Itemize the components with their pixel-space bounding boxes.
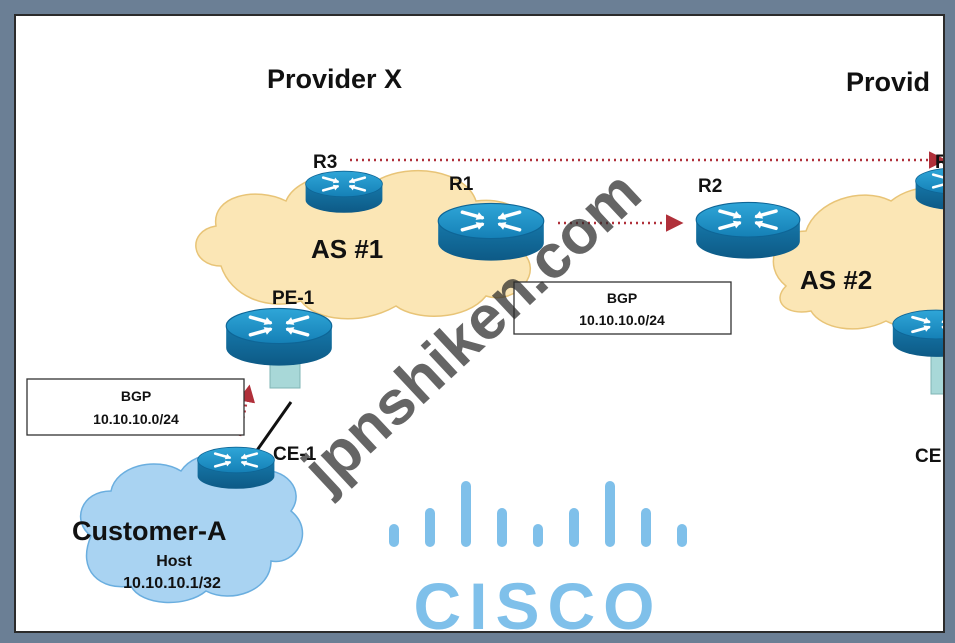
ce1-label: CE-1 (273, 444, 317, 465)
as1-label: AS #1 (311, 234, 383, 264)
router-r3-icon (304, 169, 384, 215)
right-top-router-label: R (935, 152, 943, 173)
provider-right-label: Provid (846, 67, 930, 97)
bgp-left-prefix: 10.10.10.0/24 (93, 411, 179, 427)
r2-label: R2 (698, 176, 722, 197)
cisco-logo-text: CISCO (413, 569, 662, 631)
customer-host-ip: 10.10.10.1/32 (123, 575, 221, 592)
router-r2-icon (694, 200, 802, 261)
provider-x-label: Provider X (267, 64, 402, 94)
customer-name: Customer-A (72, 516, 227, 546)
customer-cloud (80, 453, 304, 604)
as2-label: AS #2 (800, 265, 872, 295)
right-interface (930, 355, 943, 395)
right-ce-label: CE (915, 446, 941, 467)
cisco-logo: CISCO (389, 481, 687, 631)
as2-cloud (772, 187, 943, 333)
r3-label: R3 (313, 152, 337, 173)
customer-host-label: Host (156, 553, 192, 570)
bgp-box-center: BGP 10.10.10.0/24 (513, 281, 732, 335)
r1-label: R1 (449, 174, 474, 195)
router-pe1-icon (224, 306, 334, 368)
diagram-frame: BGP 10.10.10.0/24 BGP 10.10.10.0/24 Prov… (14, 14, 945, 633)
ce-pe-link (251, 401, 293, 457)
bgp-box-left: BGP 10.10.10.0/24 (26, 378, 245, 436)
bgp-left-title: BGP (121, 388, 151, 404)
router-right-pe-icon (891, 308, 943, 359)
bgp-center-title: BGP (607, 290, 637, 306)
router-ce1-icon (196, 445, 276, 491)
bgp-center-prefix: 10.10.10.0/24 (579, 312, 665, 328)
network-diagram: BGP 10.10.10.0/24 BGP 10.10.10.0/24 Prov… (26, 64, 943, 631)
pe1-label: PE-1 (272, 288, 315, 309)
